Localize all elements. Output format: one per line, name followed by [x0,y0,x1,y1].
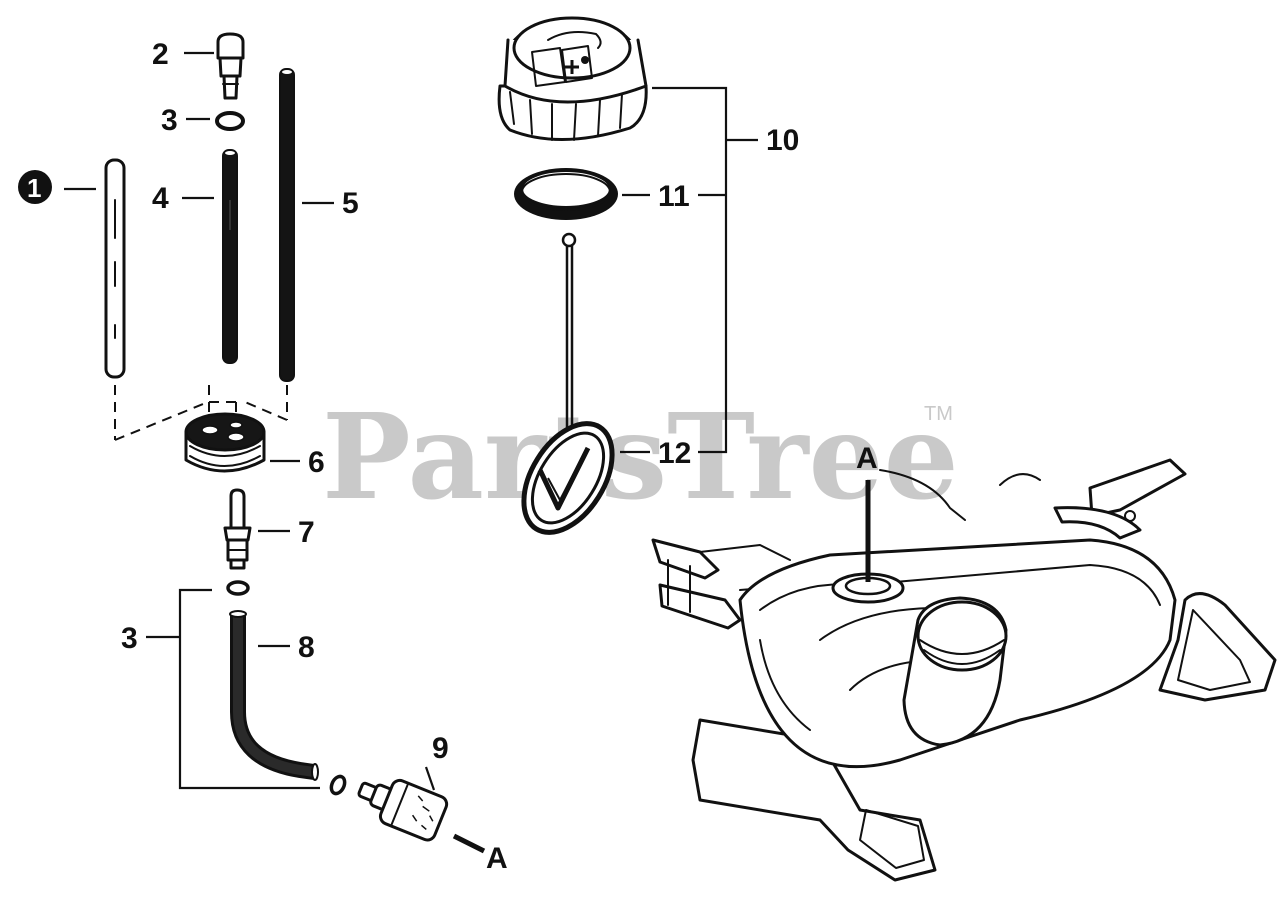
callout-11: 11 [658,180,690,213]
fuel-tank-housing[interactable] [651,458,1277,882]
watermark: PartsTree TM [322,387,959,526]
part-3-bracket [146,588,320,790]
callout-7: 7 [298,516,315,549]
callout-1: 1 [27,173,41,203]
callout-10: 10 [766,124,799,157]
watermark-text: PartsTree [322,387,959,526]
part-7-fitting[interactable] [223,488,252,570]
part-10-bracket [652,86,758,454]
part-10-fuel-cap[interactable] [497,16,648,141]
callout-4: 4 [152,182,169,215]
callout-5: 5 [342,187,359,220]
callout-1-badge [18,170,52,204]
callout-9: 9 [432,732,449,765]
callout-8: 8 [298,631,315,664]
part-3-oring-top[interactable] [215,111,245,131]
callout-a-filter: A [486,842,508,875]
part-2-connector[interactable] [216,32,245,100]
part-3-oring-low[interactable] [329,774,347,796]
part-12-tether[interactable] [506,232,631,548]
callout-2: 2 [152,38,169,71]
watermark-trademark: TM [924,403,953,425]
part-8-fuel-line[interactable] [229,610,319,781]
part-4-black-tube[interactable] [222,149,238,364]
callout-6: 6 [308,446,325,479]
part-3-oring-mid[interactable] [226,580,250,596]
callout-12: 12 [658,437,691,470]
part-9-fuel-filter[interactable] [352,768,449,843]
part-5-black-tube[interactable] [279,68,295,382]
part-11-gasket[interactable] [514,168,618,220]
callout-a-tank: A [856,442,878,475]
callout-3-bottom: 3 [121,622,138,655]
part-6-grommet[interactable] [184,412,266,473]
part-1-clear-tube[interactable] [104,158,126,379]
callout-3-top: 3 [161,104,178,137]
